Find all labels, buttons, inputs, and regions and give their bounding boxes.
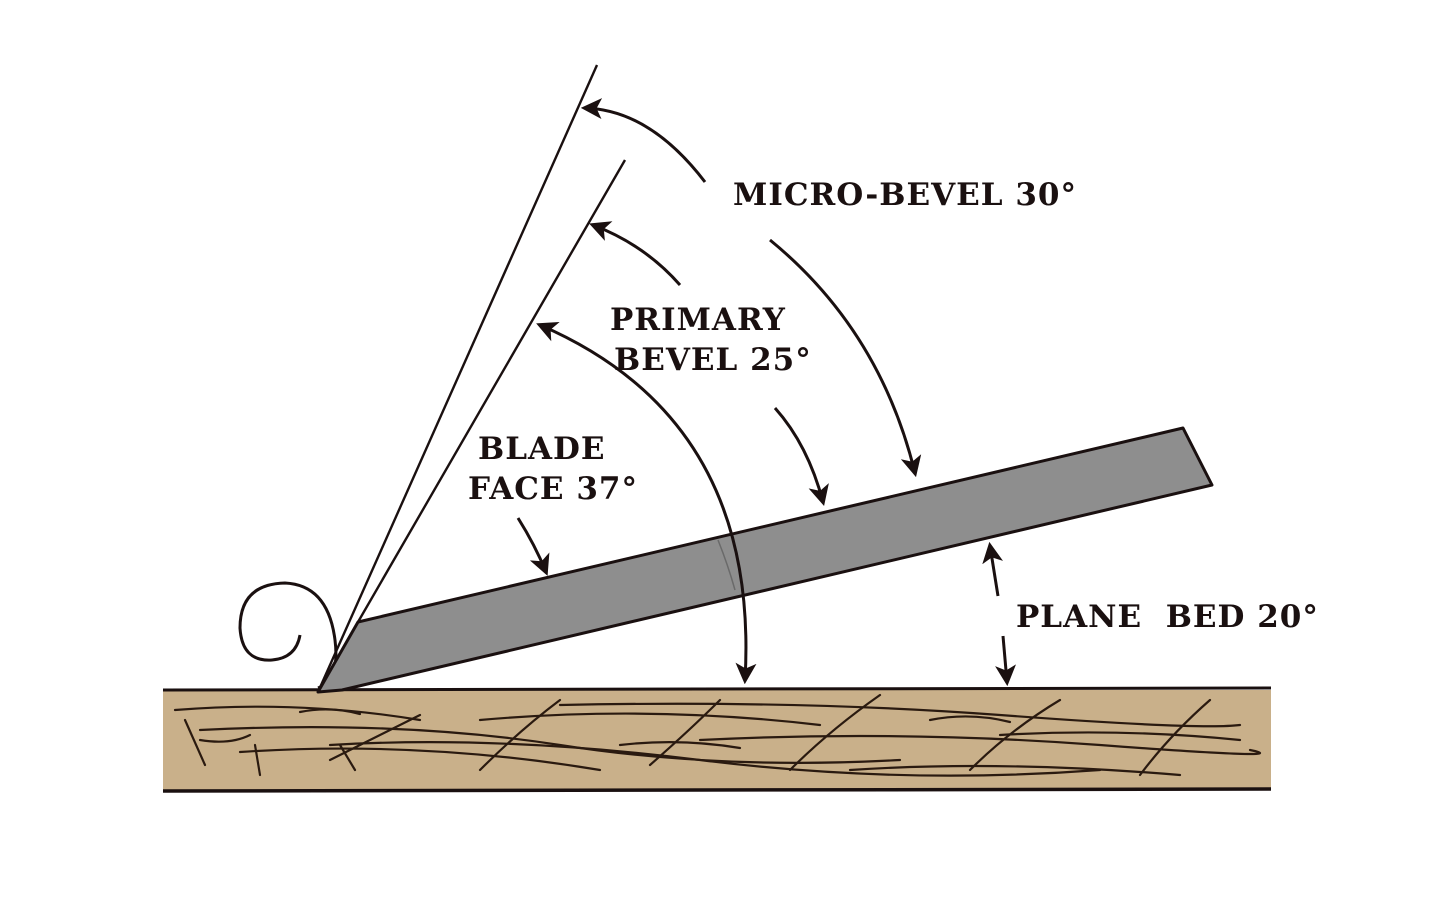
wood-bottom-edge <box>162 787 1272 793</box>
plane-bed-arrow-down <box>995 635 1017 687</box>
wood-shaving-curl <box>238 581 338 690</box>
primary-bevel-line <box>356 159 627 623</box>
primary-bevel-arrow-upper <box>589 221 682 286</box>
micro-bevel-arrow-upper <box>580 98 707 183</box>
wood-grain <box>173 693 1262 777</box>
blade-face-label-line2: FACE 37° <box>468 471 638 507</box>
plane-blade <box>316 426 1214 694</box>
micro-bevel-arrow-lower <box>769 238 922 478</box>
plane-bed-arrow-up <box>982 541 1004 597</box>
micro-bevel-label: MICRO-BEVEL 30° <box>733 177 1077 213</box>
micro-bevel-line <box>316 64 599 693</box>
primary-bevel-label-line1: PRIMARY <box>610 302 786 338</box>
blade-face-arrow <box>516 517 550 576</box>
plane-bed-label: PLANE BED 20° <box>1016 599 1319 635</box>
wood-board <box>162 686 1272 793</box>
primary-bevel-label-line2: BEVEL 25° <box>614 342 812 378</box>
blade-face-label-line1: BLADE <box>478 431 606 467</box>
primary-bevel-arrow-lower <box>773 407 829 507</box>
blade-face-arc-arrow <box>536 322 757 685</box>
